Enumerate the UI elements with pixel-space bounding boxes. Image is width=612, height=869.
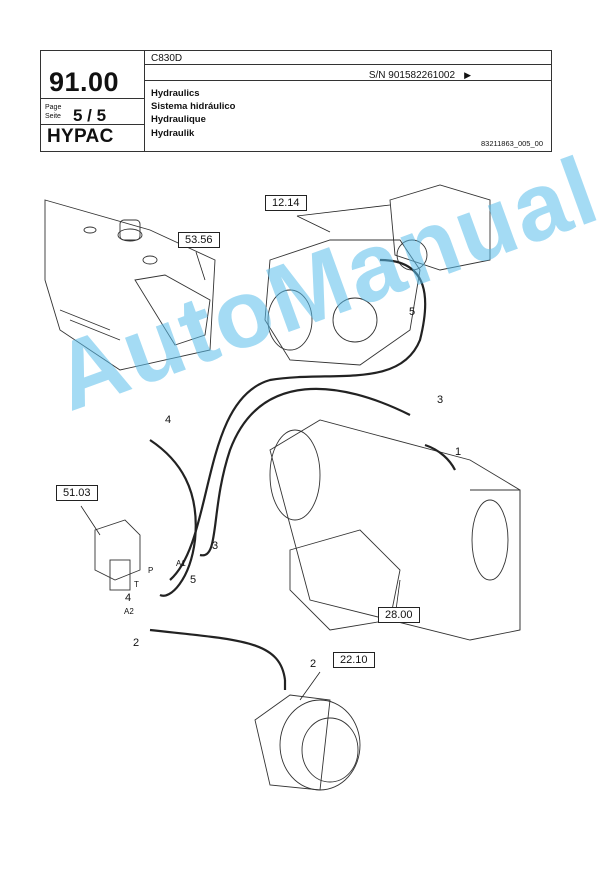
callout-1: 1 <box>455 446 462 458</box>
hose-5-upper <box>169 258 427 581</box>
page-label: Page <box>45 104 62 111</box>
header-rule <box>144 64 552 65</box>
hose-3 <box>199 387 411 557</box>
ref-box-51-03: 51.03 <box>56 485 98 501</box>
port-label: A1 <box>176 559 186 568</box>
diagram-illustration <box>44 184 521 791</box>
pump-body <box>264 239 421 366</box>
hose-4 <box>149 439 197 597</box>
section-number: 91.00 <box>49 67 120 97</box>
tank-filler <box>119 219 141 241</box>
title-es: Sistema hidráulico <box>151 101 236 113</box>
serial-number: S/N 901582261002 <box>368 70 455 81</box>
port-label: T <box>134 580 139 589</box>
callout-2: 2 <box>310 658 317 670</box>
header-rule <box>41 124 144 125</box>
callout-5: 5 <box>190 574 197 586</box>
page-number: 5 / 5 <box>73 106 107 125</box>
pump-cover <box>332 297 378 343</box>
hose-2 <box>149 628 287 681</box>
title-fr: Hydraulique <box>151 114 206 126</box>
ref-box-22-10: 22.10 <box>333 652 375 668</box>
tank-cap <box>117 228 143 242</box>
header-divider <box>144 51 145 151</box>
callout-3: 3 <box>212 540 219 552</box>
hose-1 <box>424 443 456 471</box>
arrow-right-icon: ▶ <box>464 70 471 80</box>
pump-flange <box>267 289 313 351</box>
title-en: Hydraulics <box>151 88 200 99</box>
callout-4: 4 <box>125 592 132 604</box>
callout-3: 3 <box>437 394 444 406</box>
port-label: P <box>148 566 154 575</box>
document-number: 83211863_005_00 <box>480 139 543 148</box>
tank-fittings <box>59 309 121 341</box>
model-name: C830D <box>151 53 183 64</box>
callout-5: 5 <box>409 306 416 318</box>
title-de: Hydraulik <box>151 127 195 139</box>
port-label: A2 <box>124 607 134 616</box>
callout-2: 2 <box>133 637 140 649</box>
tank-bracket <box>134 274 211 346</box>
header-rule <box>144 80 552 81</box>
hydraulic-diagram: 12.14 53.56 51.03 28.00 22.10 5 3 1 4 3 … <box>0 160 612 864</box>
header-block: 91.00 Page Seite 5 / 5 HYPAC C830D S/N 9… <box>40 50 552 152</box>
axle-flange <box>269 429 321 521</box>
ref-box-28-00: 28.00 <box>378 607 420 623</box>
callout-4: 4 <box>165 414 172 426</box>
page-label-de: Seite <box>45 113 61 120</box>
section-titles: Hydraulics Sistema hidráulico Hydrauliqu… <box>151 87 235 140</box>
valve-block <box>389 184 491 271</box>
ref-box-53-56: 53.56 <box>178 232 220 248</box>
valve-body <box>94 519 141 581</box>
header-rule <box>41 98 144 99</box>
valve-port <box>109 559 131 591</box>
tank-outline <box>44 199 216 371</box>
wheel-motor <box>279 699 361 791</box>
brand-logo: HYPAC <box>47 126 114 147</box>
ref-box-12-14: 12.14 <box>265 195 307 211</box>
